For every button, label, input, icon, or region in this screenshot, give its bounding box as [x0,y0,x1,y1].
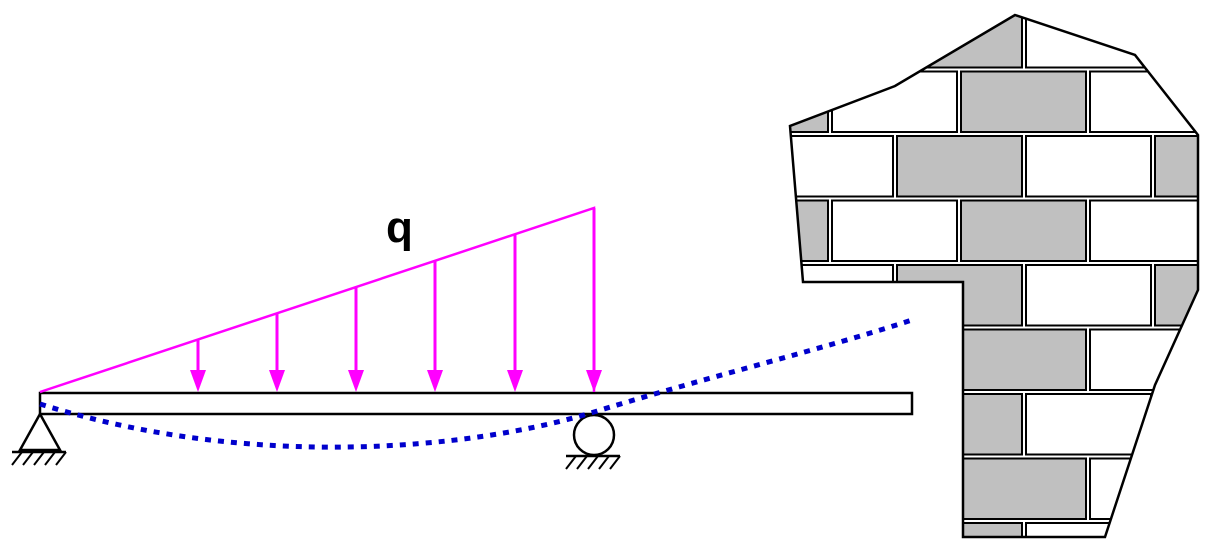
beam [38,391,914,416]
brick [1025,264,1152,327]
brick [1089,457,1198,520]
brick [831,199,958,262]
distributed-load [39,206,602,394]
brick [1025,522,1152,537]
brick [1025,15,1152,69]
brick [831,328,958,391]
brick [639,7,764,68]
brick [896,522,1023,537]
brick [1089,199,1198,262]
brick [790,522,894,537]
load-arrowhead [586,370,602,392]
brick [790,15,894,69]
brick [1025,393,1152,456]
load-arrowhead [348,370,364,392]
brick [960,199,1087,262]
roller-support [565,413,621,470]
brick [639,265,764,326]
load-arrowhead [269,370,285,392]
load-arrows [190,208,602,392]
load-arrowhead [427,370,443,392]
brick [790,457,829,520]
pin-support [11,411,67,466]
brick [639,523,764,557]
brick [574,459,699,520]
brick [1154,15,1198,69]
deflection-curve [39,317,913,450]
load-arrowhead [507,370,523,392]
brick [639,136,764,197]
brick [896,264,1023,327]
brick [1154,393,1198,456]
brick [1089,70,1198,133]
load-envelope [39,206,596,394]
load-arrowhead [190,370,206,392]
brick [960,328,1087,391]
brick [790,135,894,198]
brick-wall [574,7,1200,557]
brick [896,135,1023,198]
brick [831,457,958,520]
brick [896,15,1023,69]
brick [574,72,699,133]
load-label: q [386,203,413,252]
brick [790,328,829,391]
brick [1089,328,1198,391]
brick [960,457,1087,520]
brick [790,264,894,327]
brick [896,393,1023,456]
brick [1154,135,1198,198]
brick [1025,135,1152,198]
brick [1154,264,1198,327]
brick [790,70,829,133]
brick [790,199,829,262]
wall-outline [788,13,1200,539]
brick [960,70,1087,133]
brick [1154,522,1198,537]
